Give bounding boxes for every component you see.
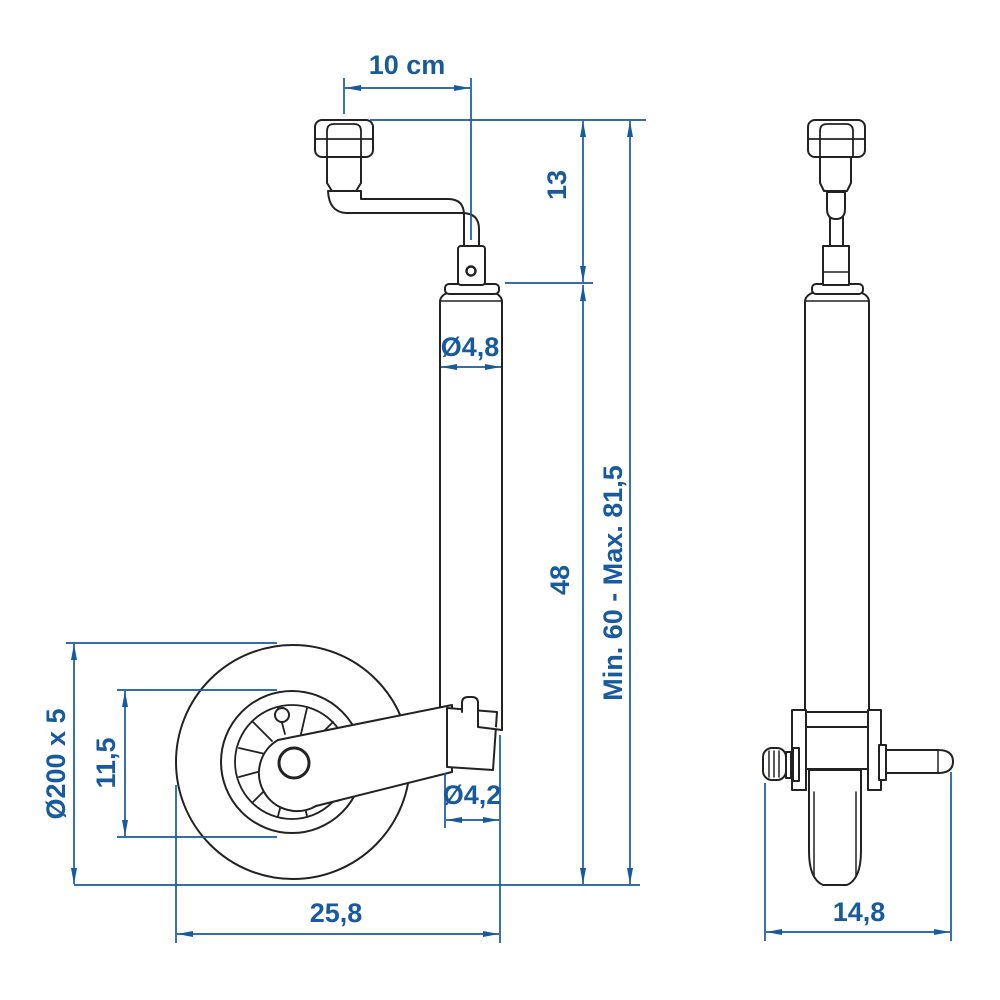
side-crank-shaft [826, 191, 846, 247]
side-crank-grip [819, 155, 852, 192]
dimension-label-overall-width: 14,8 [833, 897, 886, 927]
dimension-labels: 10 cm 13 Ø4,8 48 Min. 60 - Max. 81,5 Ø20… [41, 50, 885, 928]
dimension-label-height-range: Min. 60 - Max. 81,5 [598, 465, 628, 701]
dimension-arrowheads [71, 85, 950, 937]
clamp-bolt [762, 747, 800, 782]
dimension-label-rim-diameter: 11,5 [91, 737, 121, 788]
crank-grip [326, 156, 362, 192]
winch-pin-hole [465, 265, 477, 277]
side-wheel [808, 769, 862, 886]
side-outer-tube [804, 292, 870, 713]
dimension-annotations: 10 cm 13 Ø4,8 48 Min. 60 - Max. 81,5 Ø20… [41, 50, 952, 943]
side-crank-knob [807, 119, 866, 158]
bracket-hook [461, 696, 503, 731]
wheel-swing-arm [257, 704, 453, 813]
extension-lines [66, 78, 952, 943]
dimension-label-crank-radius: 10 cm [369, 50, 446, 80]
locking-pin [878, 744, 954, 781]
side-view [762, 119, 954, 886]
rim-bolt-hole-top [274, 707, 290, 723]
dimension-label-crank-height: 13 [542, 170, 572, 200]
axle-hole [277, 746, 311, 780]
crank-knob [314, 119, 374, 158]
dimension-label-wheel-size: Ø200 x 5 [41, 708, 71, 819]
front-view [175, 119, 503, 880]
side-winch-block [822, 245, 850, 286]
front-outer-tube [439, 292, 503, 731]
dimension-label-overall-depth: 25,8 [310, 898, 363, 928]
dimension-label-outer-tube-diameter: Ø4,8 [441, 332, 500, 362]
dimension-label-tube-length: 48 [545, 565, 575, 595]
dimension-label-inner-tube-diameter: Ø4,2 [443, 780, 502, 810]
inner-tube-bracket [446, 707, 498, 771]
crank-arm [327, 190, 480, 247]
